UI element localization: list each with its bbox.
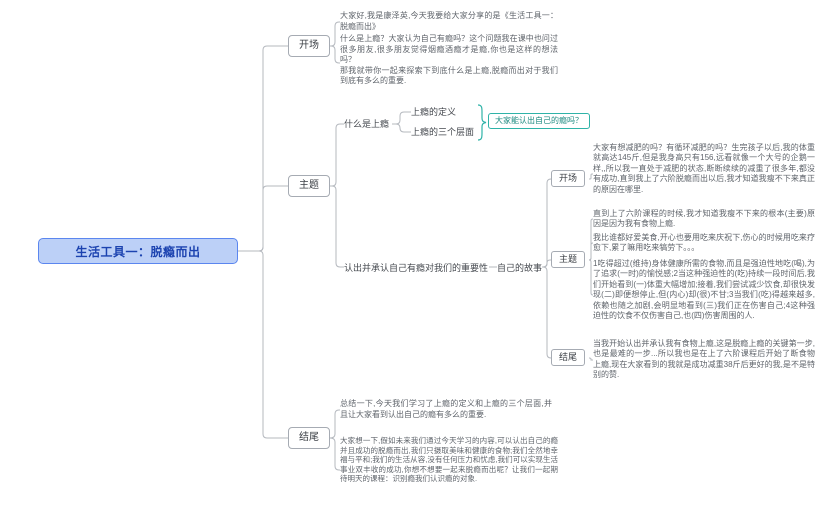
opening-note-question[interactable]: 什么是上瘾？大家认为自己有瘾吗？这个问题我在课中也问过很多朋友,很多朋友觉得烟瘾… <box>340 34 558 86</box>
story-ending-text[interactable]: 当我开始认出并承认我有食物上瘾,这是脱瘾上瘾的关键第一步,也是最难的一步...所… <box>593 339 815 380</box>
summary-callout[interactable]: 大家能认出自己的瘾吗？ <box>488 113 590 129</box>
topic-what-is-addiction[interactable]: 什么是上瘾 <box>344 119 390 129</box>
ending-note-outlook[interactable]: 大家想一下,假如未来我们通过今天学习的内容,可以认出自己的瘾并且成功的脱瘾而出,… <box>340 436 558 484</box>
story-opening-text[interactable]: 大家有想减肥的吗？有循环减肥的吗？生完孩子以后,我的体重就高达145斤,但是我身… <box>593 143 815 194</box>
topic-addiction-definition[interactable]: 上瘾的定义 <box>411 107 457 117</box>
opening-note-intro[interactable]: 大家好,我是康泽英,今天我要给大家分享的是《生活工具一：脱瘾而出》 <box>340 11 558 31</box>
story-theme-text-3[interactable]: 1吃得超过(维持)身体健康所需的食物,而且是强迫性地吃(喝),为了追求(一时)的… <box>593 259 815 320</box>
ending-note-summary[interactable]: 总结一下,今天我们学习了上瘾的定义和上瘾的三个层面,并且让大家看到认出自己的瘾有… <box>340 399 552 419</box>
story-section-opening[interactable]: 开场 <box>551 170 586 187</box>
branch-theme[interactable]: 主题 <box>288 175 330 197</box>
story-theme-text-1[interactable]: 直到上了六阶课程的时候,我才知道我瘦不下来的根本(主要)原因是因为我有食物上瘾. <box>593 209 815 229</box>
branch-opening[interactable]: 开场 <box>288 35 330 57</box>
branch-ending[interactable]: 结尾 <box>288 427 330 449</box>
central-topic[interactable]: 生活工具一：脱瘾而出 <box>38 238 238 264</box>
story-theme-text-2[interactable]: 我比谁都好爱美食,开心也要用吃来庆祝下,伤心的时候用吃来疗愈下,累了嘛用吃来犒劳… <box>593 233 815 253</box>
topic-recognize-importance[interactable]: 认出并承认自己有瘾对我们的重要性 <box>344 263 489 273</box>
story-section-theme[interactable]: 主题 <box>551 251 586 268</box>
topic-own-story[interactable]: 自己的故事 <box>497 263 543 273</box>
story-section-ending[interactable]: 结尾 <box>551 349 586 366</box>
topic-addiction-three-levels[interactable]: 上瘾的三个层面 <box>411 127 475 137</box>
